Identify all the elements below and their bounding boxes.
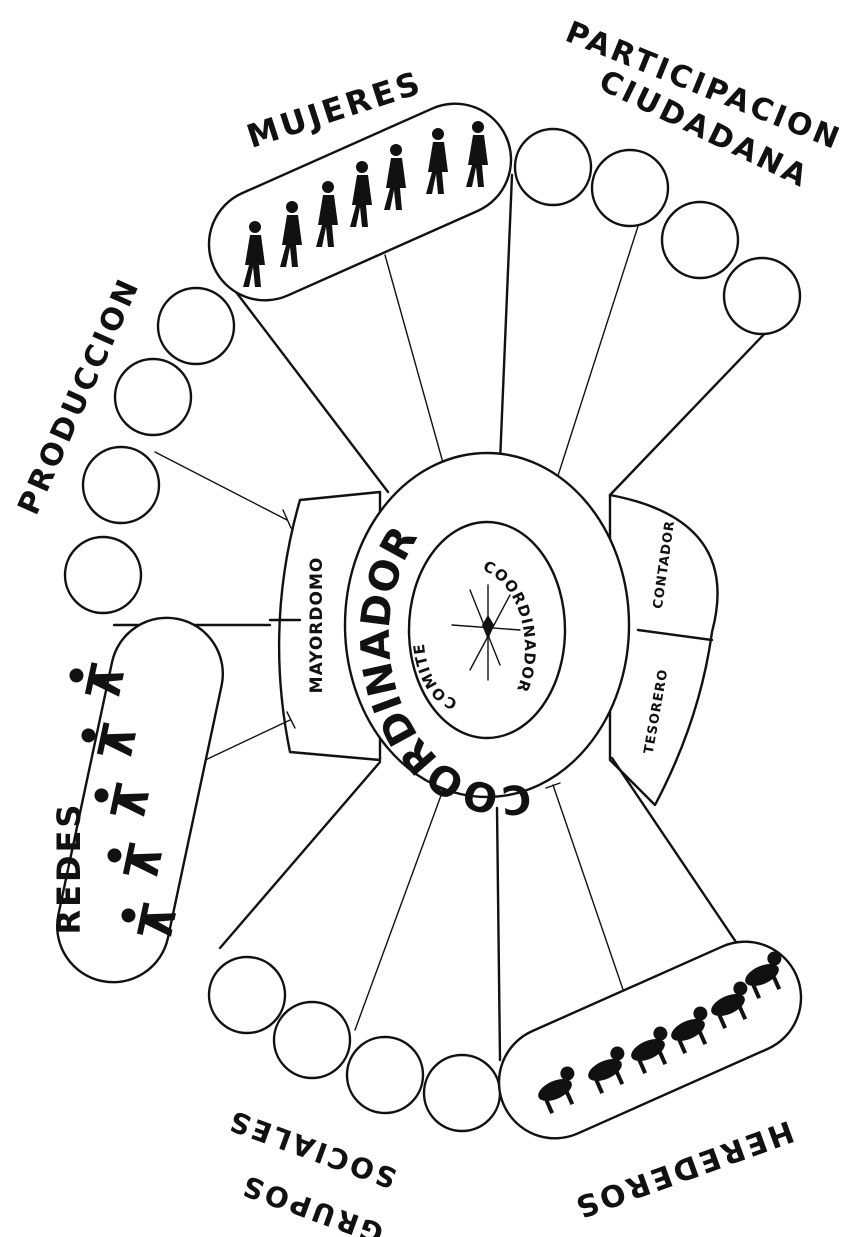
- label-redes: REDES: [50, 802, 88, 935]
- role-mayordomo: MAYORDOMO: [307, 557, 327, 694]
- grupos-circles: [209, 957, 500, 1131]
- role-tesorero: TESORERO: [642, 668, 672, 755]
- label-herederos: HEREDEROS: [568, 1113, 798, 1225]
- role-contador: CONTADOR: [651, 519, 678, 609]
